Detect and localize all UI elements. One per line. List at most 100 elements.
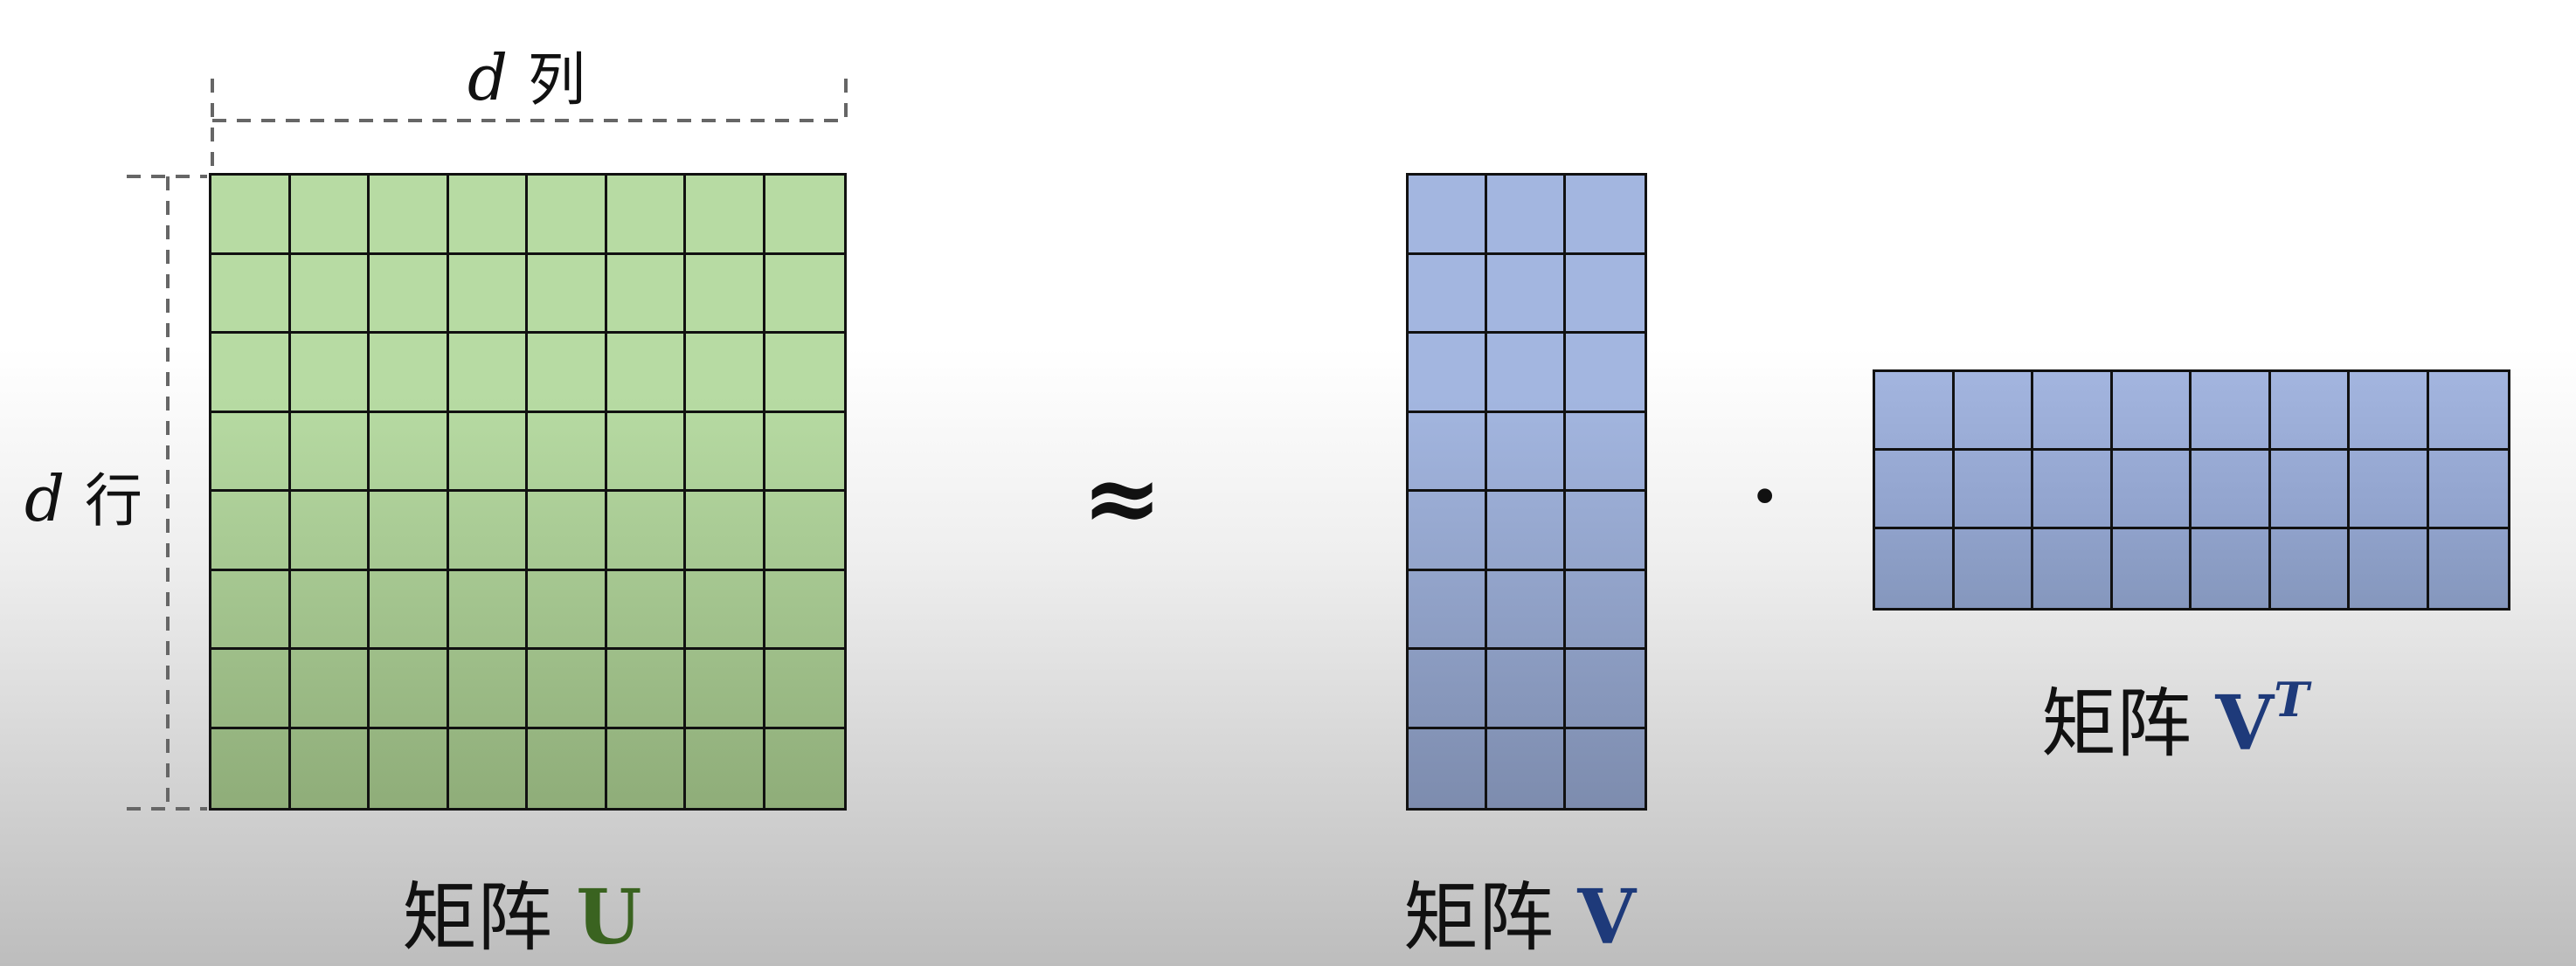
matrix-cell — [606, 176, 686, 255]
matrix-vt-grid — [1873, 369, 2510, 611]
matrix-vt-label-prefix: 矩阵 — [2041, 680, 2192, 768]
matrix-cell — [1487, 176, 1566, 255]
matrix-cell — [1487, 492, 1566, 571]
matrix-cell — [2428, 451, 2508, 529]
matrix-cell — [448, 254, 528, 334]
matrix-cell — [2192, 372, 2271, 451]
matrix-cell — [448, 570, 528, 650]
dot-product-symbol: · — [1751, 450, 1779, 542]
matrix-cell — [1566, 492, 1645, 571]
matrix-cell — [528, 254, 607, 334]
matrix-vt-label-superscript: T — [2274, 672, 2309, 728]
matrix-cell — [1954, 372, 2033, 451]
matrix-cell — [1487, 334, 1566, 413]
matrix-cell — [606, 334, 686, 413]
matrix-cell — [1566, 413, 1645, 492]
matrix-cell — [606, 412, 686, 492]
matrix-cell — [2033, 372, 2113, 451]
matrix-cell — [1955, 529, 2033, 608]
matrix-cell — [528, 412, 607, 492]
matrix-cell — [1409, 650, 1487, 729]
matrix-vt-label-base: V — [2215, 680, 2275, 768]
matrix-u-label-prefix: 矩阵 — [402, 874, 552, 962]
matrix-cell — [211, 650, 291, 729]
matrix-cell — [370, 334, 449, 413]
matrix-u-label-name: U — [576, 873, 642, 962]
matrix-v-label-prefix: 矩阵 — [1403, 874, 1554, 962]
matrix-v-label-name: V — [1577, 873, 1637, 962]
approx-symbol: ≈ — [1082, 441, 1163, 554]
column-count-text: 列 — [527, 46, 585, 114]
matrix-cell — [2033, 451, 2113, 529]
matrix-cell — [370, 650, 449, 729]
matrix-cell — [290, 334, 370, 413]
matrix-cell — [2350, 372, 2429, 451]
matrix-cell — [290, 412, 370, 492]
matrix-cell — [1487, 728, 1566, 808]
matrix-cell — [607, 728, 686, 808]
matrix-cell — [1566, 650, 1645, 729]
matrix-cell — [765, 334, 844, 413]
matrix-cell — [1566, 176, 1645, 255]
matrix-cell — [290, 650, 370, 729]
matrix-cell — [2192, 529, 2271, 608]
matrix-cell — [291, 728, 370, 808]
matrix-cell — [211, 492, 291, 571]
matrix-cell — [2429, 529, 2509, 608]
matrix-cell — [2270, 451, 2350, 529]
matrix-cell — [448, 176, 528, 255]
matrix-cell — [290, 176, 370, 255]
matrix-cell — [448, 334, 528, 413]
matrix-cell — [1875, 372, 1955, 451]
matrix-cell — [1566, 334, 1645, 413]
matrix-cell — [606, 492, 686, 571]
matrix-cell — [211, 570, 291, 650]
matrix-v-label: 矩阵 V — [1403, 856, 1636, 965]
matrix-cell — [1409, 492, 1487, 571]
matrix-cell — [1487, 254, 1566, 334]
matrix-cell — [2112, 451, 2192, 529]
matrix-cell — [2112, 372, 2192, 451]
matrix-cell — [370, 254, 449, 334]
matrix-cell — [2033, 529, 2113, 608]
matrix-cell — [290, 492, 370, 571]
matrix-cell — [686, 334, 765, 413]
matrix-cell — [1487, 412, 1566, 492]
matrix-cell — [528, 650, 607, 729]
matrix-cell — [2270, 372, 2350, 451]
matrix-cell — [370, 570, 449, 650]
matrix-cell — [211, 176, 291, 255]
matrix-cell — [2350, 451, 2429, 529]
matrix-cell — [290, 254, 370, 334]
matrix-cell — [448, 650, 528, 729]
matrix-cell — [528, 492, 607, 571]
matrix-cell — [2350, 529, 2429, 608]
matrix-cell — [2113, 529, 2192, 608]
matrix-vt-label-name: VT — [2215, 672, 2309, 768]
matrix-cell — [370, 176, 449, 255]
matrix-cell — [211, 254, 291, 334]
matrix-cell — [1875, 451, 1955, 529]
matrix-cell — [370, 492, 449, 571]
matrix-cell — [606, 650, 686, 729]
matrix-cell — [2271, 529, 2350, 608]
matrix-cell — [1487, 570, 1566, 650]
matrix-cell — [1954, 451, 2033, 529]
matrix-cell — [765, 255, 844, 334]
matrix-cell — [1409, 176, 1487, 255]
matrix-u-grid — [209, 173, 847, 811]
matrix-cell — [449, 728, 528, 808]
matrix-cell — [765, 413, 844, 492]
matrix-cell — [1409, 728, 1487, 808]
matrix-cell — [686, 492, 765, 571]
matrix-cell — [686, 412, 765, 492]
matrix-cell — [1409, 412, 1487, 492]
matrix-cell — [1566, 255, 1645, 334]
matrix-cell — [686, 176, 765, 255]
matrix-cell — [606, 254, 686, 334]
matrix-cell — [1409, 570, 1487, 650]
matrix-cell — [1566, 571, 1645, 650]
matrix-cell — [448, 492, 528, 571]
